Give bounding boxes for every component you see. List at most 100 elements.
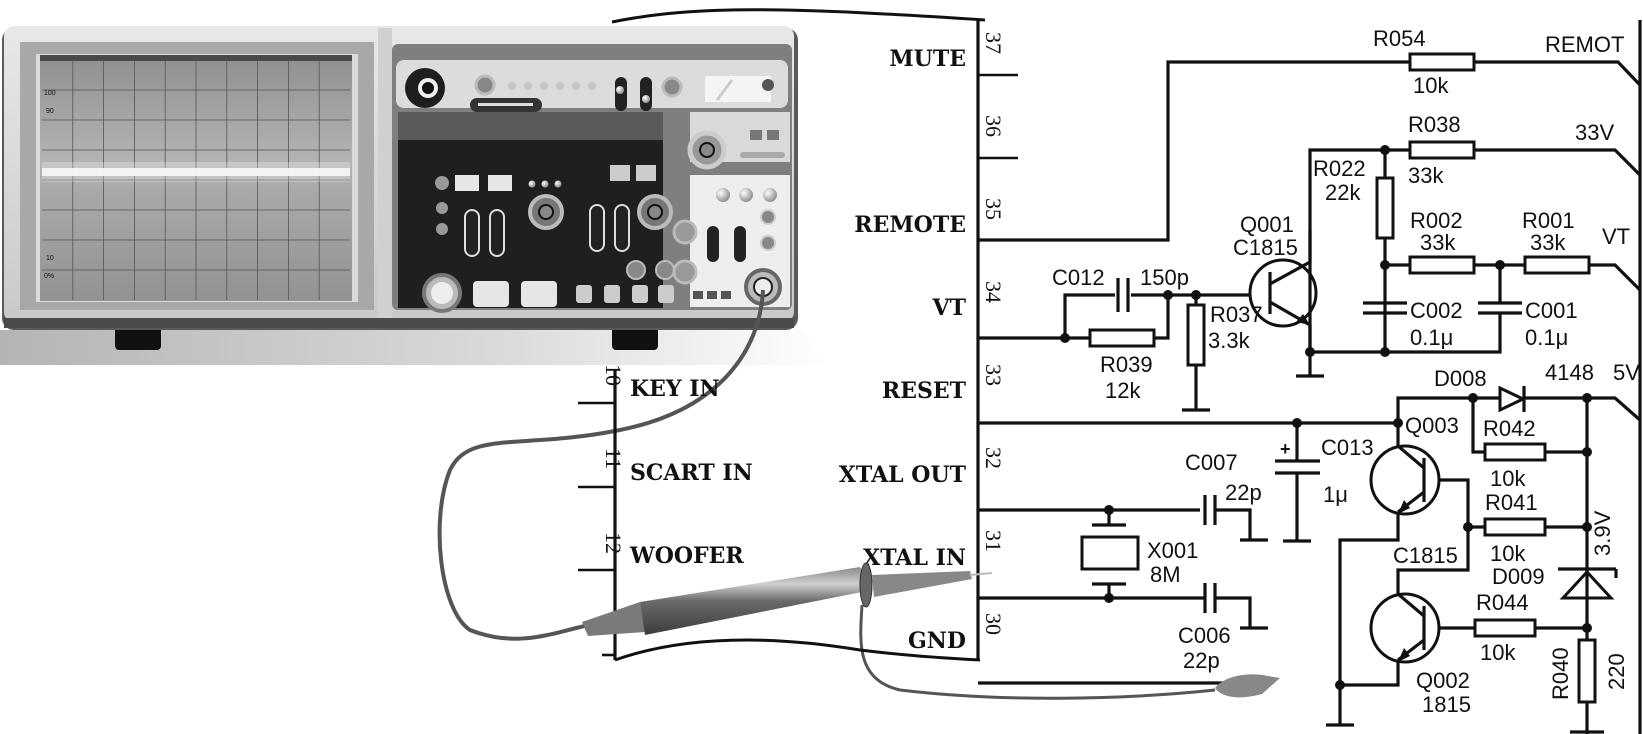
r042-ref: R042 <box>1483 416 1536 441</box>
readout-glare <box>715 79 734 101</box>
c013-ref: C013 <box>1321 435 1374 460</box>
r054-ref: R054 <box>1373 26 1426 51</box>
q001-collector <box>1269 260 1311 286</box>
diode-d008 <box>1498 385 1527 413</box>
r039-ref: R039 <box>1100 352 1153 377</box>
ch1-input-center <box>538 204 554 220</box>
resistor-r042 <box>1483 442 1547 462</box>
time-switch-1[interactable] <box>589 204 605 252</box>
preset-button-2[interactable] <box>521 281 557 307</box>
r044-value: 10k <box>1480 640 1516 665</box>
pin-label-scart-in: SCART IN <box>630 460 753 486</box>
net-q003-q002 <box>1396 527 1470 594</box>
hbtn-1[interactable] <box>693 291 703 299</box>
time-switch-2[interactable] <box>614 204 630 252</box>
d008-ref: D008 <box>1434 366 1487 391</box>
d008-value: 4148 <box>1545 360 1594 385</box>
r040-ref: R040 <box>1548 647 1573 700</box>
net-q003-collector <box>1396 396 1473 423</box>
c001-value: 0.1μ <box>1525 325 1568 350</box>
ch2-button[interactable] <box>488 175 512 191</box>
func-button-4[interactable] <box>658 285 674 303</box>
c006-value: 22p <box>1183 648 1220 673</box>
resistor-r054 <box>1408 52 1476 72</box>
pin-label-xtal-out: XTAL OUT <box>839 462 967 488</box>
position-knob-2[interactable] <box>436 223 448 235</box>
vertical-panel-header <box>398 112 663 140</box>
indicator-leds <box>508 82 596 90</box>
scope-foot-right <box>612 326 658 350</box>
resistor-r002 <box>1408 255 1476 275</box>
sweep-knob-1[interactable] <box>760 209 776 225</box>
preset-button-1[interactable] <box>473 281 509 307</box>
pin-label-gnd: GND <box>908 628 966 654</box>
sweep-switch-1[interactable] <box>707 226 719 262</box>
toggle-switch-1-knob <box>616 86 624 94</box>
c007-lead-right <box>1215 508 1252 540</box>
trigger-slider[interactable] <box>740 152 785 158</box>
ch1-knob-small[interactable] <box>435 176 449 190</box>
c012-lead-left <box>1042 293 1115 340</box>
sweep-switch-2[interactable] <box>734 226 746 262</box>
scope-base <box>4 318 794 328</box>
c001-ref: C001 <box>1525 298 1578 323</box>
resistor-r040 <box>1577 638 1597 704</box>
ch1-button[interactable] <box>455 175 479 191</box>
r022-value: 22k <box>1325 180 1361 205</box>
c012-lead-right <box>1131 293 1170 340</box>
pin-number-30: 30 <box>981 613 1006 635</box>
screen-label-100: 100 <box>44 90 56 97</box>
net-label-5v: 5V <box>1613 360 1640 385</box>
hbtn-2[interactable] <box>707 291 717 299</box>
pin-number-12: 12 <box>601 532 626 554</box>
func-button-1[interactable] <box>576 285 592 303</box>
panel-divider <box>378 28 392 322</box>
q002-emitter-arrow <box>1398 648 1410 662</box>
trig-btn-2[interactable] <box>767 130 779 140</box>
probe-tip[interactable] <box>969 572 993 576</box>
q002-collector <box>1396 592 1426 618</box>
ic-outline-bottom-curve <box>614 638 981 662</box>
trim-knob-2[interactable] <box>655 260 675 280</box>
hpos-knob[interactable] <box>672 219 698 245</box>
func-button-3[interactable] <box>632 285 648 303</box>
toggle-switch-1[interactable] <box>615 77 627 111</box>
lamp-1 <box>716 188 730 202</box>
net-label-33v: 33V <box>1575 120 1614 145</box>
intensity-knob[interactable] <box>474 74 496 96</box>
led-2 <box>541 180 549 188</box>
c006-lead-right <box>1215 596 1252 628</box>
net-remote <box>978 60 1410 242</box>
r001-ref: R001 <box>1522 208 1575 233</box>
ground-clip[interactable] <box>1215 674 1280 698</box>
c013-polarity: + <box>1280 439 1291 459</box>
r054-value: 10k <box>1413 73 1449 98</box>
pin-label-woofer: WOOFER <box>629 543 744 569</box>
c006-ref: C006 <box>1178 623 1231 648</box>
hpos-fine-knob[interactable] <box>672 259 698 285</box>
position-knob-1[interactable] <box>436 202 448 214</box>
pin-label-key-in: KEY IN <box>630 376 720 402</box>
pin-number-34: 34 <box>981 281 1006 303</box>
trace-glow <box>42 162 350 182</box>
sweep-knob-2[interactable] <box>760 235 776 251</box>
junction-c002-bottom <box>1380 347 1390 357</box>
net-5v <box>1524 396 1642 422</box>
toggle-switch-2[interactable] <box>640 77 652 111</box>
scale-illum-knob[interactable] <box>661 76 683 98</box>
net-label-vt: VT <box>1602 224 1630 249</box>
c002-value: 0.1μ <box>1410 325 1453 350</box>
mode-button-2[interactable] <box>636 165 656 181</box>
trim-knob-1[interactable] <box>626 260 646 280</box>
trig-btn-1[interactable] <box>750 130 762 140</box>
hbtn-3[interactable] <box>721 291 731 299</box>
ch2-volts-switch[interactable] <box>489 209 505 257</box>
ch1-volts-switch[interactable] <box>464 209 480 257</box>
func-button-2[interactable] <box>604 285 620 303</box>
mode-button-1[interactable] <box>610 165 630 181</box>
screen-label-10: 10 <box>46 255 54 262</box>
r041-value: 10k <box>1490 541 1526 566</box>
probe-collar <box>859 562 873 608</box>
r022-ref: R022 <box>1313 156 1366 181</box>
